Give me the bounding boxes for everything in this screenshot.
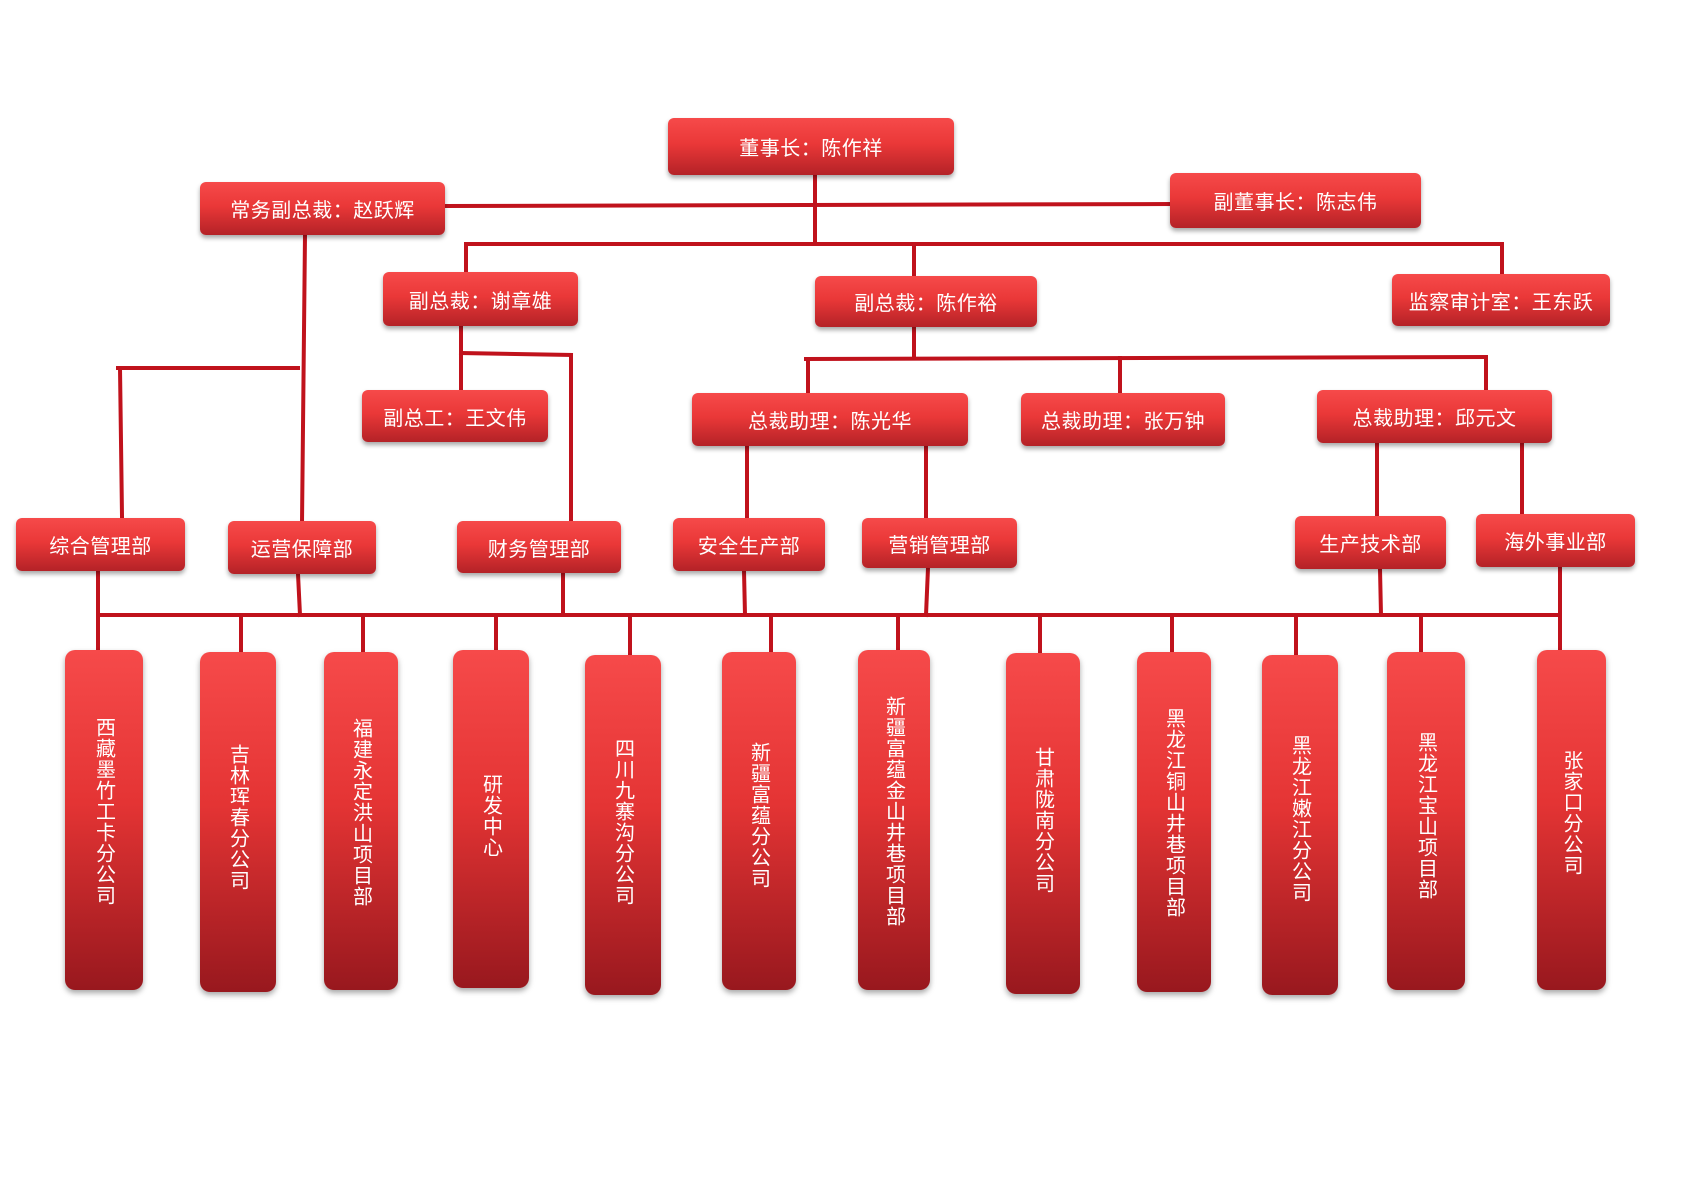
- branch-fujian-yongding-hongshan: 福建永定洪山项目部: [324, 652, 398, 990]
- assistant-zhang-box: 总裁助理：张万钟: [1021, 393, 1225, 446]
- branch-zhangjiakou: 张家口分公司: [1537, 650, 1606, 990]
- branch-heilongjiang-nenjiang: 黑龙江嫩江分公司: [1262, 655, 1338, 995]
- vp-xie-box: 副总裁：谢章雄: [383, 272, 578, 326]
- assistant-qiu-box: 总裁助理：邱元文: [1317, 390, 1552, 443]
- dept-overseas: 海外事业部: [1476, 514, 1635, 567]
- dept-marketing: 营销管理部: [862, 518, 1017, 568]
- dept-production-tech: 生产技术部: [1295, 516, 1446, 569]
- branch-xinjiang-fuyun-jinshan: 新疆富蕴金山井巷项目部: [858, 650, 930, 990]
- deputy-engineer-box: 副总工：王文伟: [362, 390, 548, 442]
- exec-vp-box: 常务副总裁：赵跃辉: [200, 182, 445, 235]
- branch-rnd-center: 研发中心: [453, 650, 529, 988]
- branch-jilin-hunchun: 吉林珲春分公司: [200, 652, 276, 992]
- audit-office-box: 监察审计室：王东跃: [1392, 274, 1610, 326]
- dept-finance: 财务管理部: [457, 521, 621, 573]
- branch-sichuan-jiuzhaigou: 四川九寨沟分公司: [585, 655, 661, 995]
- chairman-box: 董事长：陈作祥: [668, 118, 954, 175]
- vp-chen-box: 副总裁：陈作裕: [815, 276, 1037, 327]
- branch-tibet-mozhugongka: 西藏墨竹工卡分公司: [65, 650, 143, 990]
- branch-gansu-longnan: 甘肃陇南分公司: [1006, 653, 1080, 994]
- branch-heilongjiang-tongshan: 黑龙江铜山井巷项目部: [1137, 652, 1211, 992]
- dept-safety-production: 安全生产部: [673, 518, 825, 571]
- assistant-chen-box: 总裁助理：陈光华: [692, 393, 968, 446]
- dept-general-management: 综合管理部: [16, 518, 185, 571]
- dept-operations: 运营保障部: [228, 521, 376, 574]
- branch-heilongjiang-baoshan: 黑龙江宝山项目部: [1387, 652, 1465, 990]
- vice-chairman-box: 副董事长：陈志伟: [1170, 173, 1421, 228]
- branch-xinjiang-fuyun: 新疆富蕴分公司: [722, 652, 796, 990]
